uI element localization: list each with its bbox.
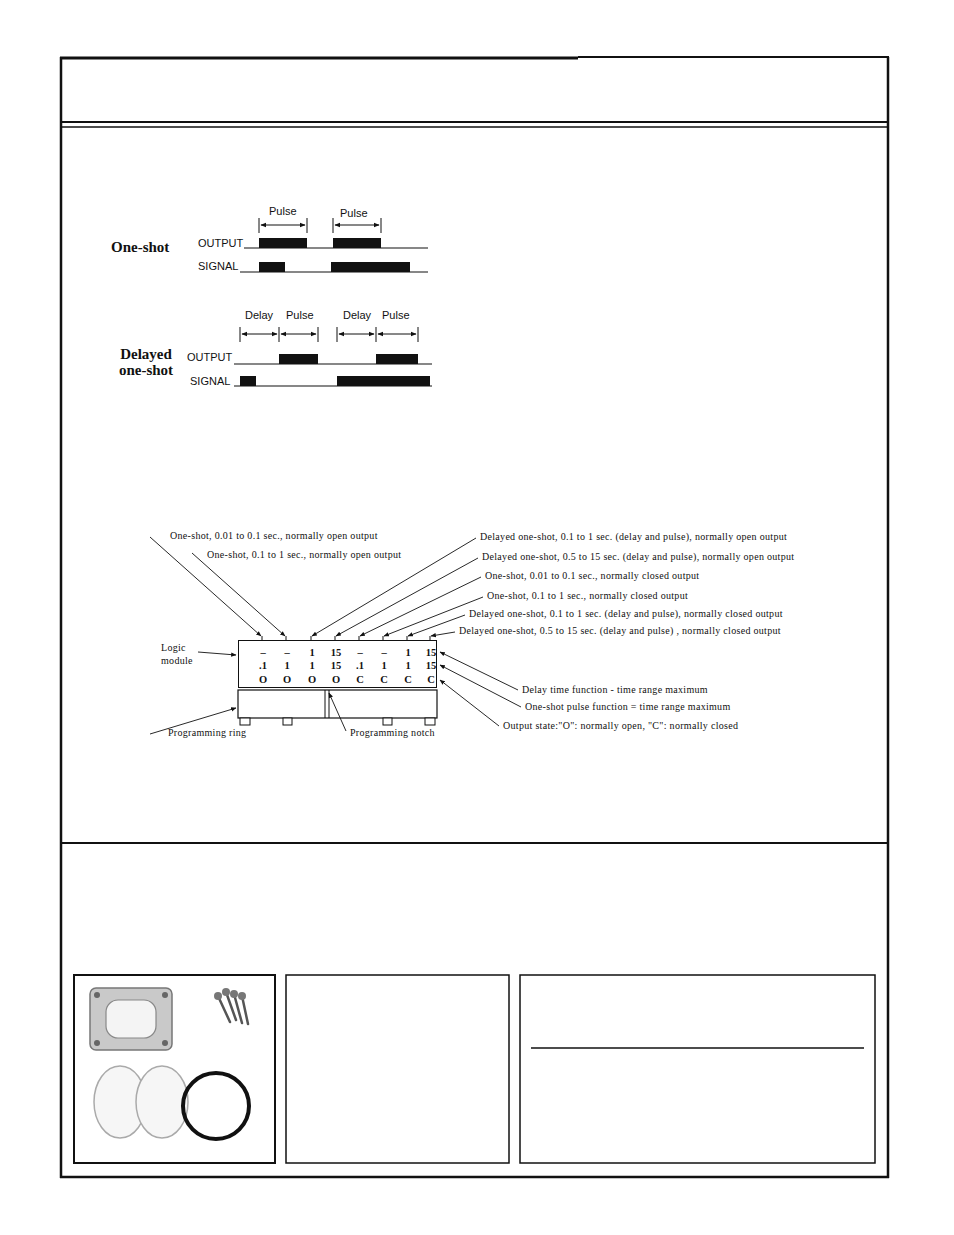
module-setting: 15 (426, 660, 437, 671)
module-setting: .1 (356, 660, 364, 671)
signal-label: Pulse (340, 207, 368, 219)
module-setting: O (332, 674, 340, 685)
callout-text: Delayed one-shot, 0.1 to 1 sec. (delay a… (480, 531, 787, 542)
callout-text: Delayed one-shot, 0.1 to 1 sec. (delay a… (469, 608, 783, 619)
signal-label: Delay (245, 309, 273, 321)
page-frame (60, 57, 889, 1178)
delayed-one-shot-timing (234, 327, 432, 386)
logic-module: – – 1 15 – – 1 15 .1 1 1 15 .1 1 1 15O O O O C C C C (238, 640, 437, 688)
part-name: Logic module (161, 641, 201, 667)
module-setting: 1 (405, 660, 410, 671)
module-setting: 1 (381, 660, 386, 671)
diagram-heading: One-shot (111, 239, 169, 255)
signal-label: Pulse (269, 205, 297, 217)
part-name: Programming ring (168, 727, 246, 738)
module-setting: 1 (405, 647, 410, 658)
module-setting: – (260, 647, 265, 658)
signal-name: SIGNAL (190, 375, 230, 387)
callout-text: Delayed one-shot, 0.5 to 15 sec. (delay … (459, 625, 781, 636)
module-setting: – (381, 647, 386, 658)
module-setting: C (404, 674, 412, 685)
signal-name: OUTPUT (198, 237, 243, 249)
diagram-heading: Delayed one-shot (106, 346, 186, 378)
callout-text: Delay time function - time range maximum (522, 684, 708, 695)
module-setting: – (284, 647, 289, 658)
callout-text: One-shot, 0.01 to 0.1 sec., normally ope… (170, 530, 378, 541)
callout-text: One-shot, 0.1 to 1 sec., normally closed… (487, 590, 688, 601)
module-setting: O (283, 674, 291, 685)
signal-name: SIGNAL (198, 260, 238, 272)
module-setting: 1 (284, 660, 289, 671)
module-setting: 15 (331, 660, 342, 671)
module-setting: 1 (309, 647, 314, 658)
module-setting: 15 (426, 647, 437, 658)
module-setting: O (308, 674, 316, 685)
signal-name: OUTPUT (187, 351, 232, 363)
callout-text: One-shot pulse function = time range max… (525, 701, 730, 712)
signal-label: Pulse (286, 309, 314, 321)
callout-text: Delayed one-shot, 0.5 to 15 sec. (delay … (482, 551, 794, 562)
signal-label: Delay (343, 309, 371, 321)
module-setting: C (380, 674, 388, 685)
one-shot-timing (240, 218, 428, 272)
module-setting: C (356, 674, 364, 685)
module-setting: 1 (309, 660, 314, 671)
accessory-kit-photo (90, 988, 249, 1139)
module-setting: O (259, 674, 267, 685)
callout-text: One-shot, 0.01 to 0.1 sec., normally clo… (485, 570, 699, 581)
module-setting: .1 (259, 660, 267, 671)
module-setting: – (357, 647, 362, 658)
signal-label: Pulse (382, 309, 410, 321)
callout-text: One-shot, 0.1 to 1 sec., normally open o… (207, 549, 401, 560)
part-name: Programming notch (350, 727, 435, 738)
callout-text: Output state:"O": normally open, "C": no… (503, 720, 738, 731)
module-setting: 15 (331, 647, 342, 658)
module-setting: C (427, 674, 435, 685)
